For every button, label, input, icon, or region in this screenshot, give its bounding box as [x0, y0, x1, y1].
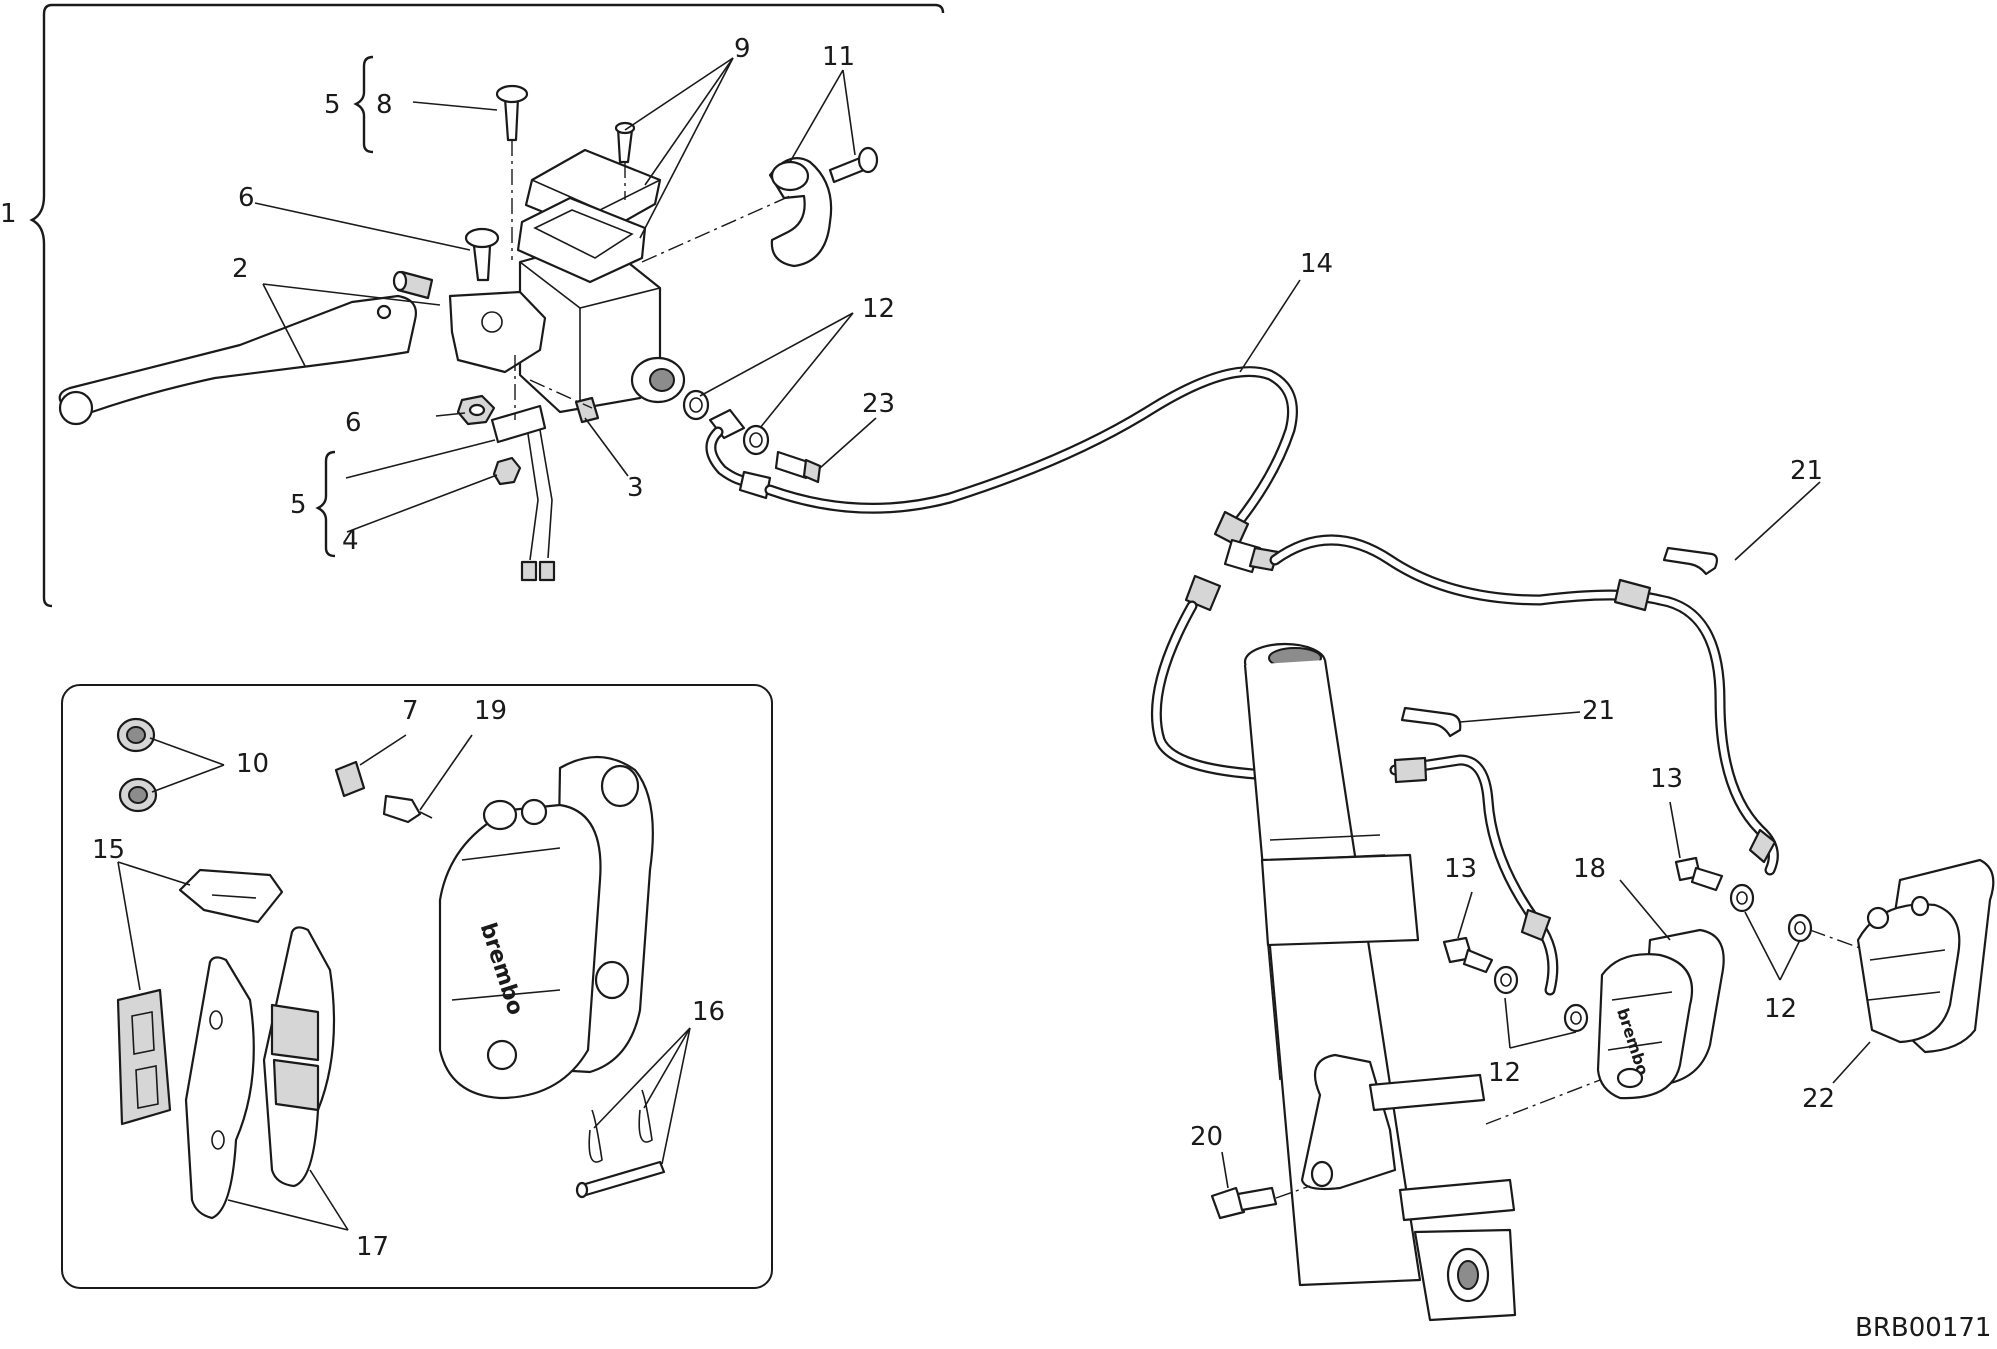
fork-leg: [1243, 642, 1517, 1322]
brake-lever: [58, 294, 417, 416]
callout-21-bottom: 21: [1582, 696, 1615, 726]
callout-16: 16: [692, 997, 725, 1027]
callout-6-bottom: 6: [345, 408, 362, 438]
callout-12-right: 12: [1764, 994, 1797, 1024]
callout-12-left: 12: [1488, 1058, 1521, 1088]
master-cylinder-assembly: [58, 84, 879, 582]
main-brake-hose: [764, 366, 1298, 526]
callout-19: 19: [474, 696, 507, 726]
caliper-bolt: [1210, 1186, 1278, 1220]
callout-1: 1: [0, 199, 17, 229]
pad-shim: [116, 988, 172, 1126]
banjo-fittings-left-caliper: [1442, 936, 1589, 1033]
callout-17: 17: [356, 1232, 389, 1262]
sub-bracket-5-bottom: [315, 450, 336, 558]
pivot-screw: [472, 244, 492, 282]
callout-14: 14: [1300, 249, 1333, 279]
bleed-cap: [334, 760, 366, 798]
brake-pad-outer: [184, 956, 255, 1220]
pin-clip: [588, 1109, 603, 1163]
callout-18: 18: [1573, 854, 1606, 884]
callout-numbers: 1 2 3 4 5 5 6 6 7 8 9 10 11 12 12 12 13 …: [0, 34, 1835, 1262]
hose-splitter: [1184, 510, 1280, 612]
callout-10: 10: [236, 749, 269, 779]
callout-3: 3: [627, 473, 644, 503]
callout-20: 20: [1190, 1122, 1223, 1152]
banjo-fittings-top: [682, 389, 822, 500]
lever-screw: [503, 96, 520, 142]
pad-retaining-pin: [580, 1160, 666, 1197]
copper-washer: [742, 424, 770, 456]
callout-11: 11: [822, 42, 855, 72]
banjo-fittings-right-caliper: [1674, 856, 1813, 943]
hose-guide-lower: [1400, 706, 1462, 738]
brake-light-switch: [490, 404, 547, 444]
callout-22: 22: [1802, 1084, 1835, 1114]
assembly-line-caliper-22: [1809, 929, 1861, 949]
callout-23: 23: [862, 389, 895, 419]
pushrod-pin: [574, 396, 600, 424]
callout-8: 8: [376, 90, 393, 120]
group-bracket-master-cylinder: [29, 3, 945, 608]
diagram-code: BRB00171: [1855, 1313, 1991, 1343]
callout-21-top: 21: [1790, 456, 1823, 486]
hose-guide-upper: [1662, 546, 1719, 576]
callout-4: 4: [342, 526, 359, 556]
caliper-detail-inset: brembo: [61, 684, 773, 1289]
switch-nut: [492, 456, 522, 486]
callout-7: 7: [402, 696, 419, 726]
callout-13-left: 13: [1444, 854, 1477, 884]
left-brake-caliper: brembo: [1596, 928, 1725, 1100]
copper-washer: [682, 389, 710, 421]
callout-15: 15: [92, 835, 125, 865]
callout-12-top: 12: [862, 294, 895, 324]
lever-mount: [448, 290, 547, 374]
callout-2: 2: [232, 254, 249, 284]
reservoir-diaphragm: [516, 196, 647, 284]
assembly-line-caliper-18: [1485, 1079, 1601, 1125]
leader-lines: [117, 57, 1871, 1231]
callout-6-top: 6: [238, 183, 255, 213]
callout-13-right: 13: [1650, 764, 1683, 794]
right-brake-caliper: [1856, 858, 1995, 1054]
pin-clip: [638, 1089, 653, 1143]
bleed-valve: [382, 794, 422, 824]
callout-5-bottom: 5: [290, 490, 307, 520]
callout-9: 9: [734, 34, 751, 64]
sub-bracket-5-top: [353, 55, 374, 154]
callout-5-top: 5: [324, 90, 341, 120]
